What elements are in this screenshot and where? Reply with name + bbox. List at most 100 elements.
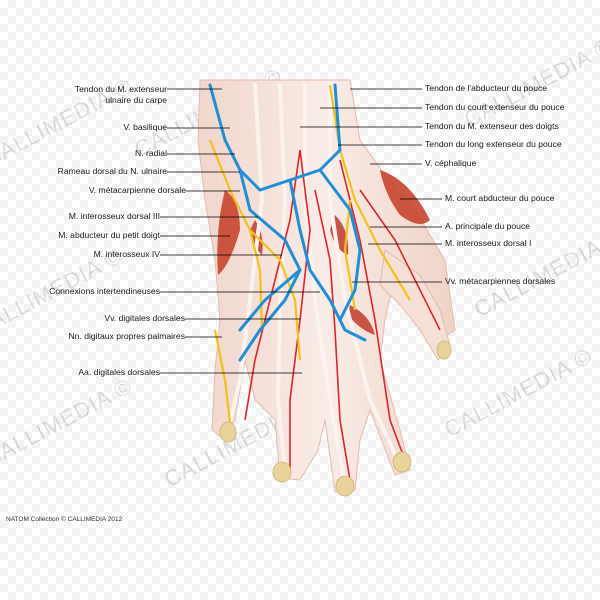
checker-cell <box>464 136 472 144</box>
checker-cell <box>592 120 600 128</box>
checker-cell <box>584 560 592 568</box>
checker-cell <box>320 24 328 32</box>
checker-cell <box>248 16 256 24</box>
checker-cell <box>432 24 440 32</box>
checker-cell <box>416 184 424 192</box>
checker-cell <box>80 584 88 592</box>
checker-cell <box>400 424 408 432</box>
checker-cell <box>184 64 192 72</box>
checker-cell <box>272 456 280 464</box>
checker-cell <box>456 592 464 600</box>
checker-cell <box>232 528 240 536</box>
checker-cell <box>376 464 384 472</box>
checker-cell <box>8 528 16 536</box>
checker-cell <box>536 336 544 344</box>
checker-cell <box>536 112 544 120</box>
checker-cell <box>360 128 368 136</box>
checker-cell <box>8 240 16 248</box>
checker-cell <box>160 152 168 160</box>
checker-cell <box>64 184 72 192</box>
checker-cell <box>0 104 8 112</box>
checker-cell <box>440 448 448 456</box>
checker-cell <box>592 24 600 32</box>
checker-cell <box>48 488 56 496</box>
checker-cell <box>440 528 448 536</box>
checker-cell <box>208 296 216 304</box>
checker-cell <box>64 248 72 256</box>
checker-cell <box>240 520 248 528</box>
checker-cell <box>432 56 440 64</box>
checker-cell <box>8 560 16 568</box>
checker-cell <box>40 16 48 24</box>
checker-cell <box>216 528 224 536</box>
checker-cell <box>128 552 136 560</box>
checker-cell <box>400 120 408 128</box>
checker-cell <box>552 96 560 104</box>
checker-cell <box>304 40 312 48</box>
checker-cell <box>512 232 520 240</box>
checker-cell <box>592 56 600 64</box>
checker-cell <box>552 192 560 200</box>
checker-cell <box>544 120 552 128</box>
checker-cell <box>408 80 416 88</box>
checker-cell <box>192 120 200 128</box>
checker-cell <box>112 328 120 336</box>
checker-cell <box>208 360 216 368</box>
checker-cell <box>120 16 128 24</box>
checker-cell <box>24 368 32 376</box>
checker-cell <box>536 272 544 280</box>
checker-cell <box>144 136 152 144</box>
checker-cell <box>16 424 24 432</box>
checker-cell <box>24 560 32 568</box>
checker-cell <box>168 544 176 552</box>
checker-cell <box>360 592 368 600</box>
checker-cell <box>408 352 416 360</box>
checker-cell <box>64 8 72 16</box>
checker-cell <box>8 288 16 296</box>
checker-cell <box>240 488 248 496</box>
checker-cell <box>128 328 136 336</box>
checker-cell <box>48 72 56 80</box>
checker-cell <box>560 376 568 384</box>
checker-cell <box>200 384 208 392</box>
checker-cell <box>536 400 544 408</box>
checker-cell <box>64 40 72 48</box>
checker-cell <box>584 144 592 152</box>
checker-cell <box>488 176 496 184</box>
checker-cell <box>512 456 520 464</box>
checker-cell <box>424 144 432 152</box>
checker-cell <box>400 568 408 576</box>
checker-cell <box>536 288 544 296</box>
checker-cell <box>400 136 408 144</box>
checker-cell <box>480 184 488 192</box>
checker-cell <box>504 80 512 88</box>
checker-cell <box>504 496 512 504</box>
checker-cell <box>192 200 200 208</box>
checker-cell <box>64 344 72 352</box>
checker-cell <box>160 456 168 464</box>
checker-cell <box>352 536 360 544</box>
checker-cell <box>88 464 96 472</box>
checker-cell <box>320 72 328 80</box>
checker-cell <box>312 480 320 488</box>
checker-cell <box>464 120 472 128</box>
checker-cell <box>232 448 240 456</box>
checker-cell <box>184 16 192 24</box>
checker-cell <box>480 88 488 96</box>
checker-cell <box>16 312 24 320</box>
checker-cell <box>64 552 72 560</box>
checker-cell <box>192 8 200 16</box>
checker-cell <box>200 512 208 520</box>
checker-cell <box>192 424 200 432</box>
checker-cell <box>176 8 184 16</box>
checker-cell <box>288 520 296 528</box>
checker-cell <box>152 16 160 24</box>
checker-cell <box>248 528 256 536</box>
checker-cell <box>168 208 176 216</box>
checker-cell <box>240 504 248 512</box>
checker-cell <box>160 296 168 304</box>
checker-cell <box>64 24 72 32</box>
checker-cell <box>224 520 232 528</box>
checker-cell <box>56 592 64 600</box>
